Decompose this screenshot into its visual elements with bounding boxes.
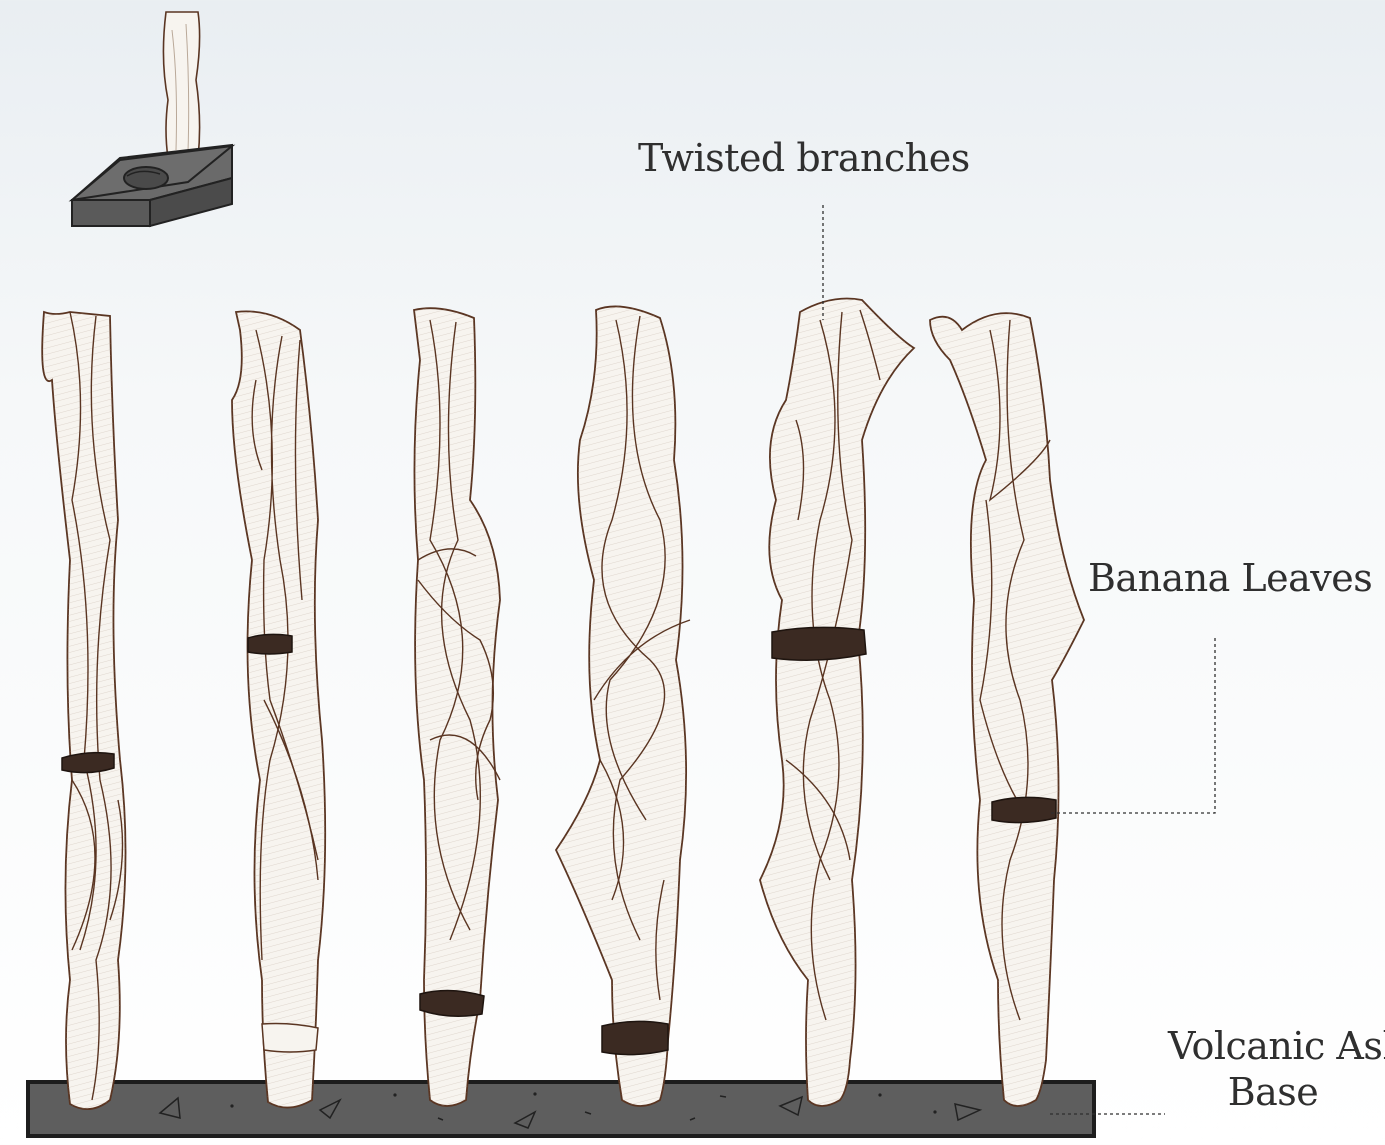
twisted-branch-post-1	[42, 312, 125, 1109]
leader-banana-leaves	[1050, 638, 1215, 813]
binding-band-2	[248, 634, 292, 654]
volcanic-ash-base	[28, 1082, 1094, 1136]
inset-branch	[163, 12, 199, 158]
twisted-branch-post-3	[414, 308, 500, 1106]
label-volcanic-ash-line1: Volcanic Ash	[1168, 1024, 1378, 1070]
binding-band-4	[602, 1021, 668, 1054]
binding-band-3	[420, 990, 484, 1016]
twisted-branch-post-4	[556, 306, 690, 1106]
label-banana-leaves: Banana Leaves	[1088, 556, 1372, 602]
twisted-branch-post-5	[760, 299, 914, 1107]
binding-band-1	[62, 753, 114, 773]
label-volcanic-ash-base: Volcanic Ash Base	[1168, 1024, 1378, 1115]
inset-block-hole	[124, 167, 168, 189]
twisted-branch-post-2	[232, 311, 325, 1107]
inset-post-detail	[72, 12, 232, 226]
binding-band-6	[992, 797, 1056, 822]
leaf-wrap-2	[262, 1024, 318, 1053]
label-twisted-branches: Twisted branches	[638, 136, 970, 182]
twisted-branch-post-6	[930, 313, 1084, 1106]
label-volcanic-ash-line2: Base	[1168, 1070, 1378, 1116]
binding-band-5	[772, 627, 866, 660]
inset-block-front	[72, 200, 150, 226]
